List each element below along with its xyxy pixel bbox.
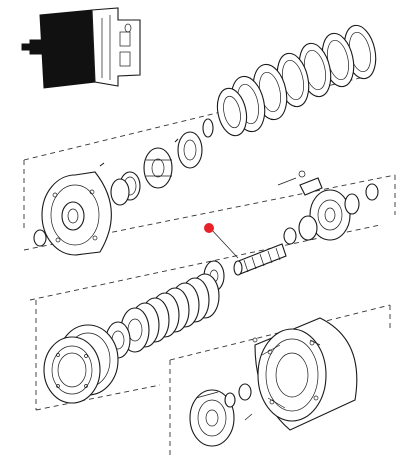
assembly-thumbnail xyxy=(21,7,141,89)
washer-group-upper xyxy=(99,118,214,206)
gear-assembly-right xyxy=(277,170,379,245)
spring-pack xyxy=(105,273,220,359)
piston-housing-left xyxy=(43,324,119,404)
bearing-cover-left xyxy=(33,171,112,256)
highlight-marker xyxy=(204,223,214,233)
clutch-plate-stack xyxy=(216,24,377,137)
output-shaft xyxy=(203,227,287,292)
bottom-hub xyxy=(189,383,253,447)
main-housing xyxy=(252,317,358,431)
